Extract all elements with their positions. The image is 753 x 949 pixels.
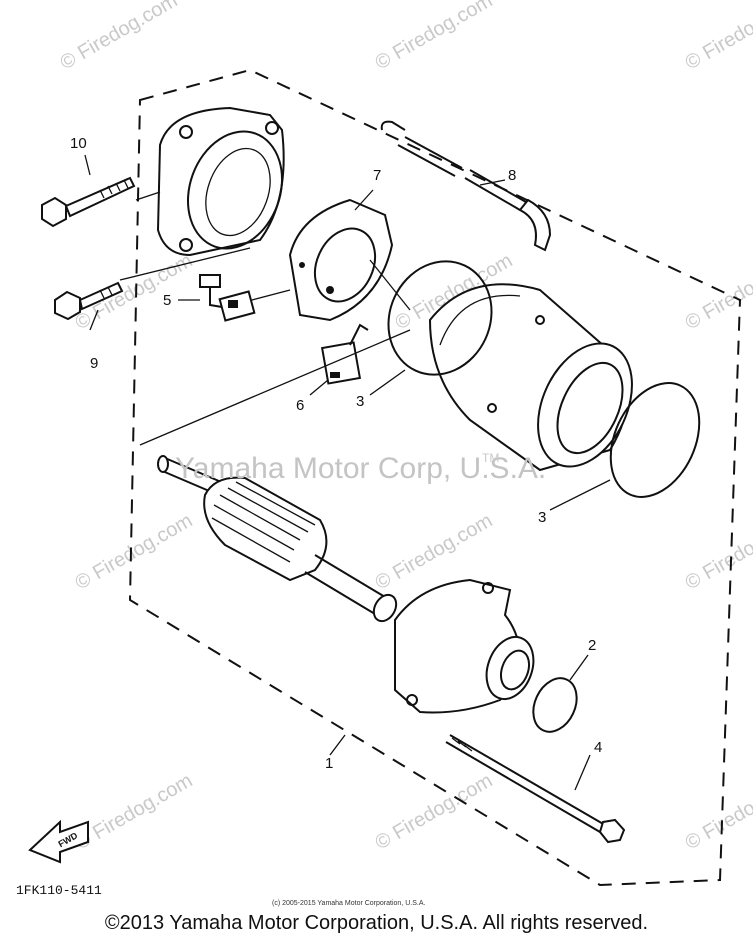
callout-1: 1 [325, 755, 333, 772]
callout-3-lower: 3 [538, 509, 546, 526]
part-3-o-ring-rear [387, 260, 493, 376]
part-4-through-bolt [445, 734, 626, 844]
front-cover [394, 578, 535, 714]
callout-4: 4 [594, 739, 602, 756]
watermark-text: © Firedog.com [682, 770, 753, 855]
part-8-lead-wire [380, 120, 552, 252]
small-copyright: (c) 2005-2015 Yamaha Motor Corporation, … [272, 900, 425, 907]
part-10-bolt [41, 176, 136, 228]
callout-8: 8 [508, 167, 516, 184]
callout-9: 9 [90, 355, 98, 372]
watermark-text: © Firedog.com [372, 0, 497, 74]
watermark-text: © Firedog.com [72, 510, 197, 595]
fwd-arrow-icon: FWD [28, 819, 89, 864]
center-watermark-text: Yamaha Motor Corp, U.S.A. [175, 452, 546, 485]
part-5-brush-terminal [199, 274, 256, 322]
watermark-text: © Firedog.com [57, 0, 182, 74]
part-2-o-ring [532, 677, 578, 733]
assembly-dashed-outline [128, 68, 742, 887]
trademark-mark: TM [482, 451, 499, 465]
yoke-motor-body [428, 283, 633, 472]
part-6-brush [320, 323, 369, 385]
part-3-o-ring-front [609, 382, 701, 498]
watermark-text: © Firedog.com [682, 250, 753, 335]
callout-6: 6 [296, 397, 304, 414]
leader-lines [84, 154, 611, 791]
watermark-text: © Firedog.com [682, 510, 753, 595]
watermark-text: © Firedog.com [72, 770, 197, 855]
watermark-text: © Firedog.com [682, 0, 753, 74]
part-9-bolt [54, 281, 124, 321]
part-7-brush-plate [288, 198, 394, 322]
callout-2: 2 [588, 637, 596, 654]
callout-numbers: 10 9 5 6 7 8 3 3 2 4 1 [70, 135, 602, 772]
footer-copyright: ©2013 Yamaha Motor Corporation, U.S.A. A… [104, 912, 649, 934]
armature [157, 455, 398, 623]
part-code: 1FK110-5411 [16, 883, 102, 898]
watermark-layer: © Firedog.com © Firedog.com © Firedog.co… [57, 0, 753, 854]
callout-3-upper: 3 [356, 393, 364, 410]
rear-cover-housing [156, 106, 285, 257]
callout-7: 7 [373, 167, 381, 184]
callout-10: 10 [70, 135, 87, 152]
callout-5: 5 [163, 292, 171, 309]
watermark-text: © Firedog.com [72, 250, 197, 335]
